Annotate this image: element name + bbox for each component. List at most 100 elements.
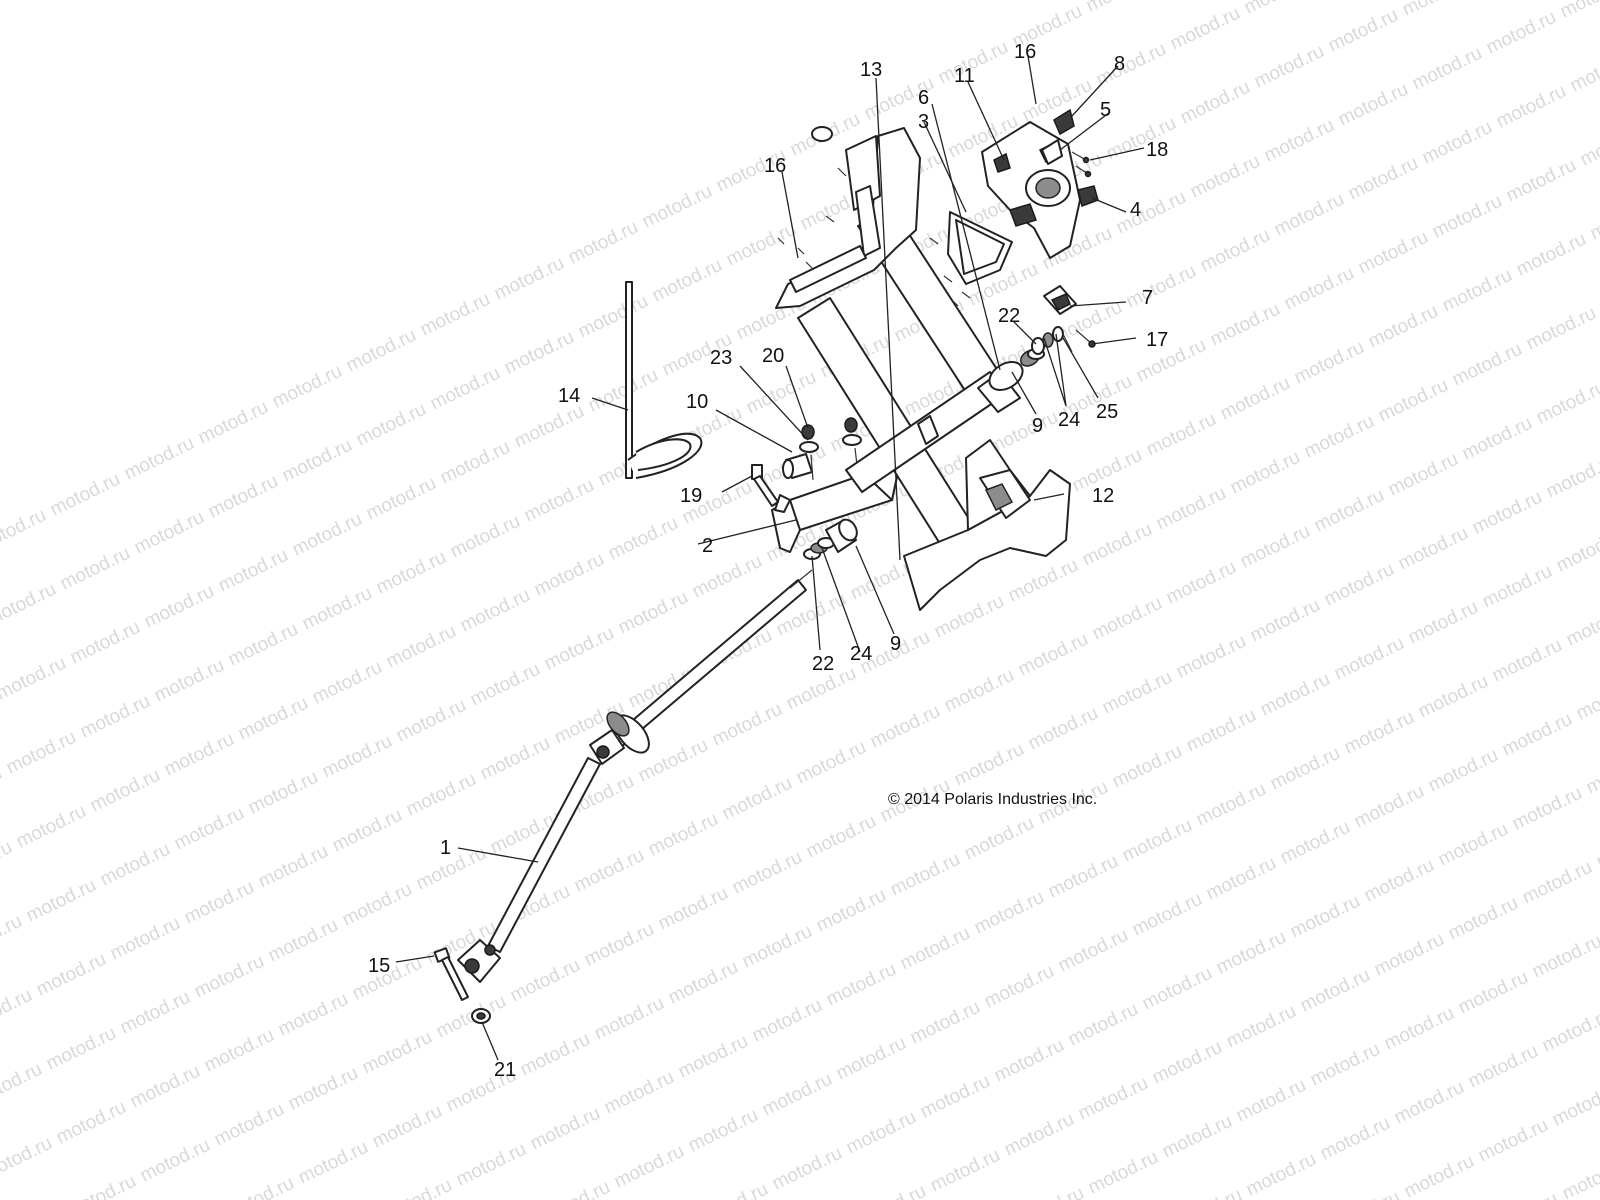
watermark-text: motod.ru [0,1059,46,1111]
watermark-text: motod.ru [413,843,490,895]
callout-22-lower: 22 [812,653,834,675]
watermark-text: motod.ru [221,1173,298,1200]
switch-4 [1077,185,1099,207]
watermark-text: motod.ru [1267,743,1344,795]
callout-20: 20 [762,345,784,367]
watermark-text: motod.ru [417,289,494,341]
watermark-text: motod.ru [1523,303,1600,355]
watermark-text: motod.ru [541,623,618,675]
watermark-text: motod.ru [581,919,658,971]
watermark-text: motod.ru [343,325,420,377]
watermark-text: motod.ru [665,957,742,1009]
watermark-text: motod.ru [319,731,396,783]
watermark-text: motod.ru [1371,929,1448,981]
watermark-text: motod.ru [363,473,440,525]
watermark-text: motod.ru [77,691,154,743]
watermark-text: motod.ru [1133,335,1210,387]
watermark-text: motod.ru [447,511,524,563]
watermark-text: motod.ru [615,587,692,639]
switch-5 [1041,139,1063,165]
callout-22-upper: 22 [998,305,1020,327]
watermark-text: motod.ru [1227,447,1304,499]
watermark-text: motod.ru [1459,413,1536,465]
watermark-text: motod.ru [1233,1075,1310,1127]
upper-washers [1031,326,1073,355]
watermark-text: motod.ru [235,693,312,745]
watermark-text: motod.ru [131,507,208,559]
watermark-text: motod.ru [1553,525,1600,577]
watermark-text: motod.ru [639,181,716,233]
watermark-text: motod.ru [373,547,450,599]
screws-16-left [777,167,847,269]
watermark-text: motod.ru [655,883,732,935]
watermark-text: motod.ru [393,695,470,747]
watermark-text: motod.ru [1173,631,1250,683]
watermark-text: motod.ru [379,1175,456,1200]
watermark-text: motod.ru [571,845,648,897]
callout-21: 21 [494,1059,516,1081]
watermark-text: motod.ru [1365,301,1442,353]
watermark-text: motod.ru [1341,707,1418,759]
watermark-text: motod.ru [813,885,890,937]
watermark-text: motod.ru [1503,155,1580,207]
watermark-text: motod.ru [1529,931,1600,983]
watermark-text: motod.ru [0,579,60,631]
watermark-text: motod.ru [1079,519,1156,571]
watermark-text: motod.ru [729,847,806,899]
watermark-text: motod.ru [823,959,900,1011]
watermark-text: motod.ru [215,545,292,597]
watermark-text: motod.ru [853,1181,930,1200]
callout-11: 11 [954,65,975,87]
watermark-text: motod.ru [13,801,90,853]
watermark-text: motod.ru [887,849,964,901]
watermark-text: motod.ru [137,1135,214,1187]
watermark-text: motod.ru [309,657,386,709]
callout-12: 12 [1092,485,1114,507]
watermark-text: motod.ru [991,1035,1068,1087]
watermark-text: motod.ru [369,1101,446,1153]
callout-24-lower: 24 [850,643,872,665]
watermark-text: motod.ru [1045,851,1122,903]
watermark-text: motod.ru [501,327,578,379]
watermark-text: motod.ru [719,773,796,825]
watermark-text: motod.ru [0,653,70,705]
watermark-text: motod.ru [1509,783,1586,835]
watermark-text: motod.ru [1549,1079,1600,1131]
watermark-text: motod.ru [1251,41,1328,93]
watermark-text: motod.ru [1449,339,1526,391]
callout-1: 1 [440,837,451,859]
callout-18: 18 [1146,139,1168,161]
callout-7: 7 [1142,287,1153,309]
watermark-text: motod.ru [1307,1039,1384,1091]
watermark-text: motod.ru [47,469,124,521]
steering-column [797,207,1045,567]
watermark-text: motod.ru [1187,151,1264,203]
callout-16-left: 16 [764,155,786,177]
watermark-text: motod.ru [57,543,134,595]
watermark-text: motod.ru [1193,779,1270,831]
watermark-text: motod.ru [1237,521,1314,573]
watermark-text: motod.ru [1241,0,1318,18]
watermark-text: motod.ru [107,913,184,965]
watermark-text: motod.ru [299,583,376,635]
watermark-text: motod.ru [1089,593,1166,645]
watermark-text: motod.ru [1587,193,1600,245]
watermark-text: motod.ru [1375,375,1452,427]
watermark-text: motod.ru [527,1103,604,1155]
watermark-text: motod.ru [1483,7,1560,59]
watermark-text: motod.ru [1325,5,1402,57]
watermark-text: motod.ru [601,1067,678,1119]
watermark-text: motod.ru [1361,855,1438,907]
watermark-text: motod.ru [1335,79,1412,131]
callout-10: 10 [686,391,708,413]
watermark-text: motod.ru [833,1033,910,1085]
watermark-text: motod.ru [1429,191,1506,243]
watermark-text: motod.ru [151,655,228,707]
watermark-text: motod.ru [1395,523,1472,575]
watermark-text: motod.ru [1455,967,1532,1019]
watermark-text: motod.ru [1425,745,1502,797]
nut-21 [471,1008,491,1024]
watermark-text: motod.ru [927,1145,1004,1197]
watermark-text: motod.ru [285,1063,362,1115]
